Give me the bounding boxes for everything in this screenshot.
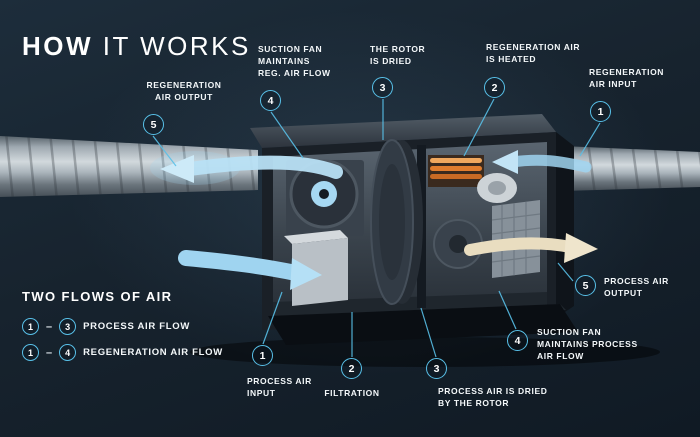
process-air-input-arrow [178,250,322,290]
heater [428,155,484,187]
machine-side-face [556,132,574,318]
callout-label-process-air-dried: PROCESS AIR IS DRIED BY THE ROTOR [438,386,548,408]
callout-badge-process-air-input: 1 [252,345,273,366]
legend-label-process-air-flow: PROCESS AIR FLOW [83,321,191,332]
legend-badge-regen-from: 1 [22,344,39,361]
callout-label-suction-fan-process: SUCTION FAN MAINTAINS PROCESS AIR FLOW [537,327,638,361]
callout-badge-regeneration-air-heated: 2 [484,77,505,98]
process-duct-box [292,238,348,306]
callout-label-regeneration-air-input: REGENERATION AIR INPUT [589,67,665,89]
callout-badge-rotor-dried: 3 [372,77,393,98]
page-title-strong: HOW [22,31,94,62]
legend-dash: – [46,320,53,333]
regeneration-fan [477,173,517,203]
legend-badge-process-from: 1 [22,318,39,335]
legend-row-process-air-flow: 1 – 3 PROCESS AIR FLOW [22,318,190,335]
legend-badge-process-to: 3 [59,318,77,335]
process-air-output-arrow [464,233,598,263]
callout-badge-filtration: 2 [341,358,362,379]
legend-dash: – [46,346,53,359]
callout-label-regeneration-air-heated: REGENERATION AIR IS HEATED [486,42,581,64]
callout-badge-suction-fan-reg: 4 [260,90,281,111]
page-title: HOW IT WORKS [22,31,251,62]
fan-hub [319,189,329,199]
callout-label-process-air-output: PROCESS AIR OUTPUT [604,276,669,298]
machine-body [250,114,574,330]
machine-base [268,304,578,345]
legend-label-regeneration-air-flow: REGENERATION AIR FLOW [83,347,223,358]
regeneration-air-input-flow [492,150,592,174]
callout-badge-regeneration-air-output: 5 [143,114,164,135]
process-duct-box-top [284,230,348,244]
rotor [370,139,423,305]
callout-lines [152,98,601,358]
legend-badge-regen-to: 4 [59,344,77,361]
ground-shadow [190,337,660,367]
regeneration-air-output-arrow [160,155,343,183]
callout-label-regeneration-air-output: REGENERATION AIR OUTPUT [146,80,222,102]
legend-row-regeneration-air-flow: 1 – 4 REGENERATION AIR FLOW [22,344,223,361]
callout-label-rotor-dried: THE ROTOR IS DRIED [370,44,426,66]
callout-label-process-air-input: PROCESS AIR INPUT [247,376,312,398]
callout-badge-process-air-dried: 3 [426,358,447,379]
callout-badge-suction-fan-process: 4 [507,330,528,351]
callout-badge-regeneration-air-input: 1 [590,101,611,122]
callout-label-suction-fan-reg: SUCTION FAN MAINTAINS REG. AIR FLOW [258,44,331,78]
page-title-rest: IT WORKS [93,31,251,62]
machine-top-face [250,114,556,148]
callout-badge-process-air-output: 5 [575,275,596,296]
callout-label-filtration: FILTRATION [324,388,380,398]
legend-title: TWO FLOWS OF AIR [22,289,173,304]
